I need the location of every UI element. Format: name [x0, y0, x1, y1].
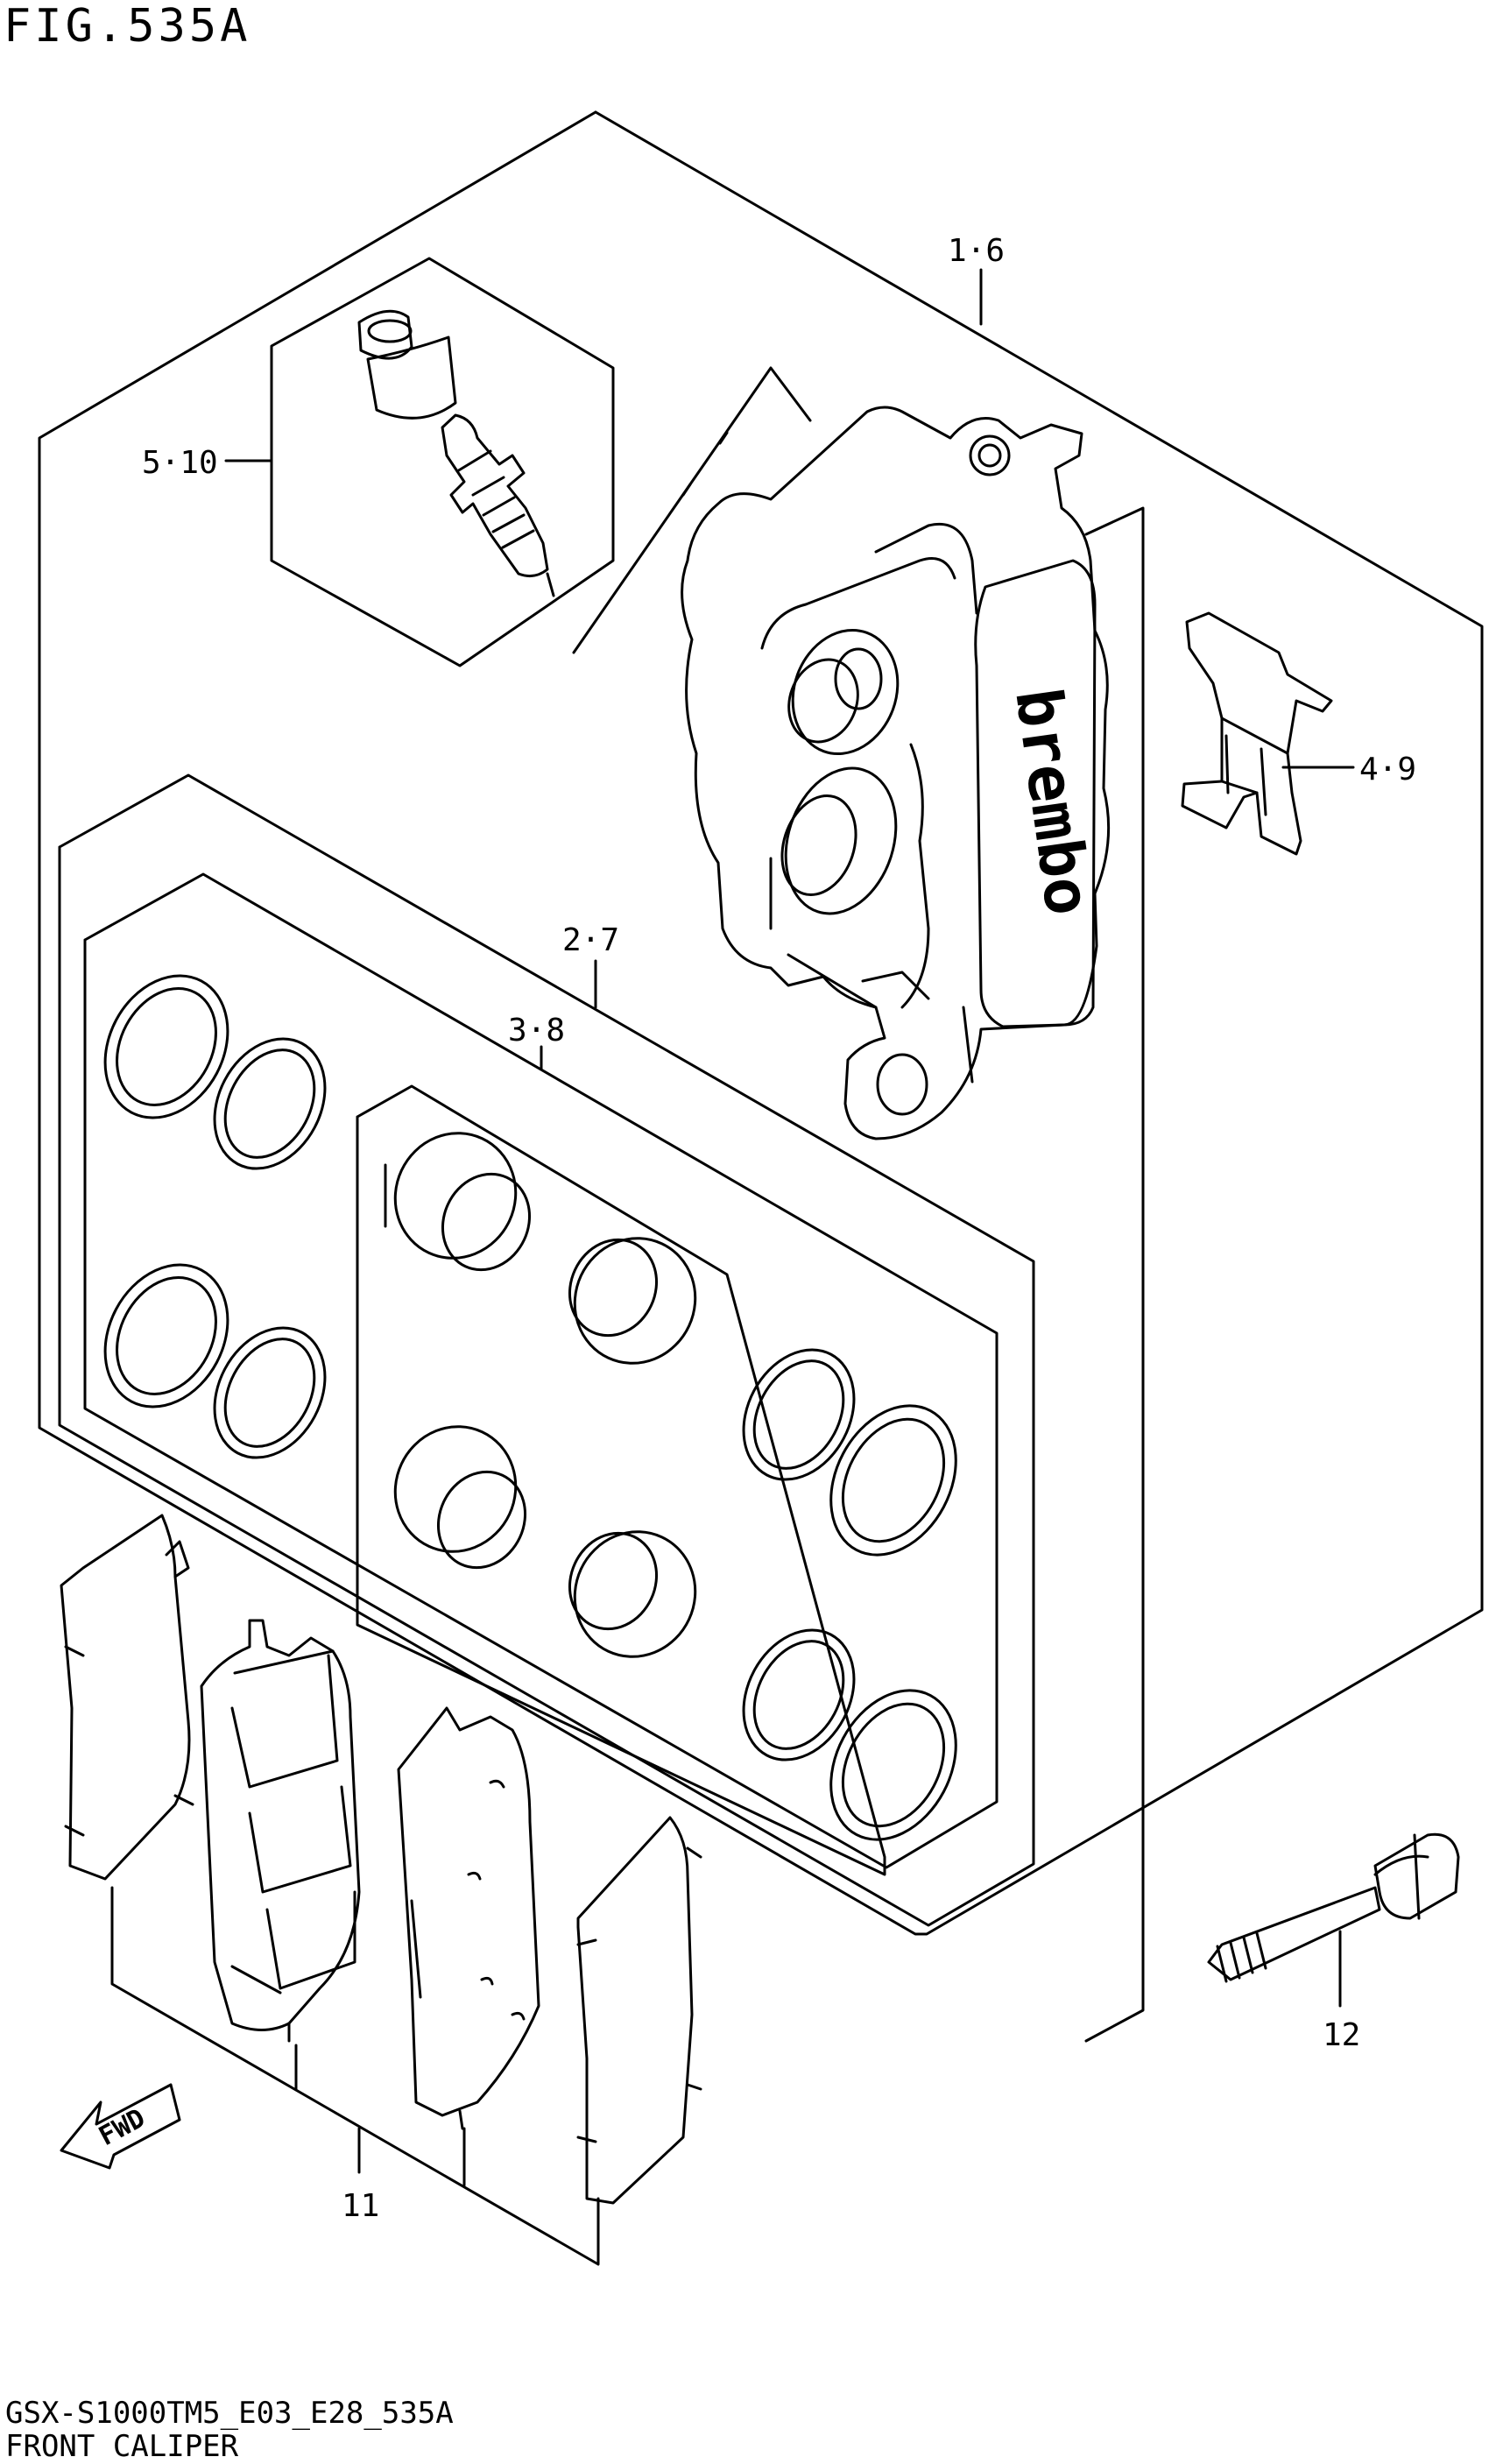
callout-1-6: 1·6 — [948, 233, 1005, 269]
callout-2-7: 2·7 — [562, 922, 619, 958]
caliper-body — [681, 406, 1111, 1140]
assembly-outline-main — [38, 110, 1484, 1936]
bleeder-screw — [441, 413, 555, 597]
callout-12: 12 — [1323, 2017, 1360, 2053]
callout-4-9: 4·9 — [1359, 752, 1416, 787]
footer-diagram-code: GSX-S1000TM5_E03_E28_535A — [5, 2396, 454, 2431]
pistons — [384, 1132, 697, 1658]
callout-11: 11 — [342, 2188, 379, 2224]
brake-pad-left — [200, 1619, 361, 2043]
piston-seals-right — [742, 1348, 957, 1841]
brake-pad-shim-right — [576, 1816, 702, 2205]
piston-seals-left — [103, 974, 327, 1459]
pad-spring — [1181, 611, 1333, 856]
bleeder-cap — [357, 309, 457, 420]
caliper-bracket-outline — [1084, 506, 1145, 2043]
piston-panel-outline — [356, 1084, 886, 1876]
mounting-bolt — [1207, 1832, 1460, 1983]
caliper-guide-dash2 — [718, 431, 729, 445]
caliper-brand-logo: brembo — [1001, 684, 1105, 920]
callout-3-8: 3·8 — [508, 1013, 565, 1048]
bleeder-group-outline — [270, 257, 615, 667]
piston-set-outline — [83, 872, 999, 1869]
caliper-guide-upper — [572, 366, 812, 654]
figure-title: FIG.535A — [4, 0, 251, 53]
pad-set-outline — [110, 1886, 600, 2266]
fwd-direction-arrow — [60, 2083, 181, 2170]
caliper-guide-dash1 — [681, 483, 692, 497]
brake-pad-shim-left — [60, 1514, 194, 1881]
callout-5-10: 5·10 — [142, 445, 218, 481]
brake-pad-right — [397, 1706, 540, 2130]
seal-kit-outline — [58, 773, 1035, 1927]
footer-section-name: FRONT CALIPER — [5, 2429, 239, 2464]
fwd-label: FWD — [94, 2103, 150, 2152]
